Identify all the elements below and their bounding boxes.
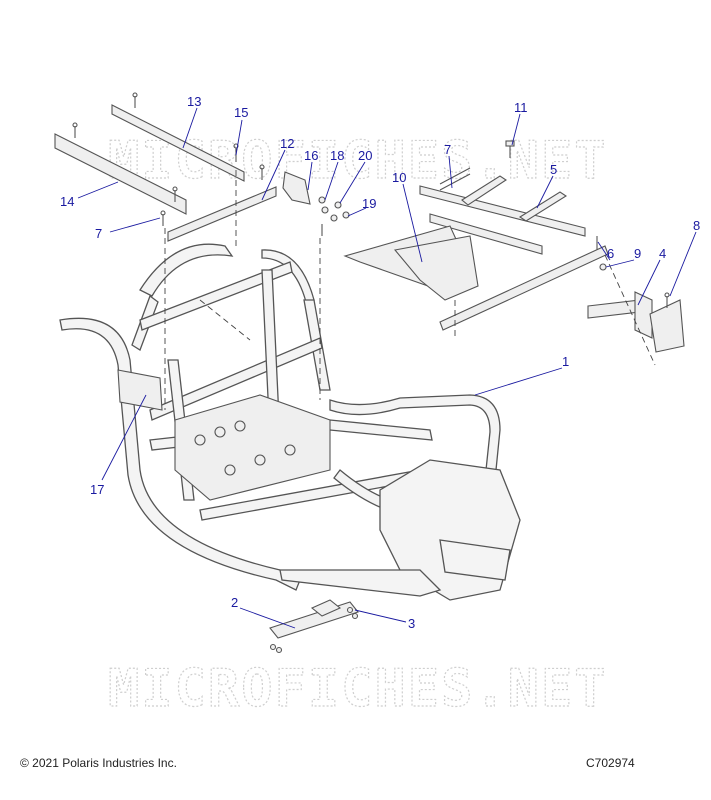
watermark-top: MICROFICHES.NET — [108, 131, 608, 191]
callout-7-right: 7 — [444, 142, 451, 157]
callout-7-left: 7 — [95, 226, 102, 241]
part-8-bolt — [664, 292, 670, 308]
callout-10: 10 — [392, 170, 406, 185]
callout-17: 17 — [90, 482, 104, 497]
callout-2: 2 — [231, 595, 238, 610]
callout-14: 14 — [60, 194, 74, 209]
part-18-20-fasteners — [318, 196, 350, 236]
callout-11: 11 — [514, 100, 528, 115]
callout-15: 15 — [234, 105, 248, 120]
callout-6: 6 — [607, 246, 614, 261]
part-6-bar — [439, 236, 609, 331]
callout-16: 16 — [304, 148, 318, 163]
assembly-dash-lines — [164, 170, 656, 410]
copyright-text: © 2021 Polaris Industries Inc. — [20, 756, 177, 770]
figure-code: C702974 — [586, 756, 635, 770]
part-16-bracket — [282, 171, 311, 205]
callout-4: 4 — [659, 246, 666, 261]
part-5-tube-assembly — [419, 167, 586, 255]
floor-pan — [174, 394, 331, 501]
callout-1: 1 — [562, 354, 569, 369]
part-9-nut — [599, 263, 607, 271]
callout-5: 5 — [550, 162, 557, 177]
part-7-bolt-left — [160, 186, 178, 226]
callout-8: 8 — [693, 218, 700, 233]
part-17-bracket — [117, 369, 163, 411]
callouts: 13 15 12 14 7 16 18 20 19 10 7 11 5 6 9 … — [60, 94, 700, 631]
callout-18: 18 — [330, 148, 344, 163]
callout-12: 12 — [280, 136, 294, 151]
part-4-bracket — [587, 291, 685, 353]
part-2-plate — [269, 599, 359, 639]
part-11-bolt — [505, 140, 515, 158]
part-14-bar — [54, 122, 187, 215]
callout-13: 13 — [187, 94, 201, 109]
part-3-fasteners — [269, 606, 359, 654]
part-12-bar — [167, 164, 277, 242]
watermark-bottom: MICROFICHES.NET — [108, 659, 608, 719]
part-13-tube — [111, 92, 245, 182]
callout-20: 20 — [358, 148, 372, 163]
callout-3: 3 — [408, 616, 415, 631]
callout-19: 19 — [362, 196, 376, 211]
callout-9: 9 — [634, 246, 641, 261]
part-10-bracket-rail — [343, 225, 479, 301]
leader-lines — [77, 107, 697, 629]
